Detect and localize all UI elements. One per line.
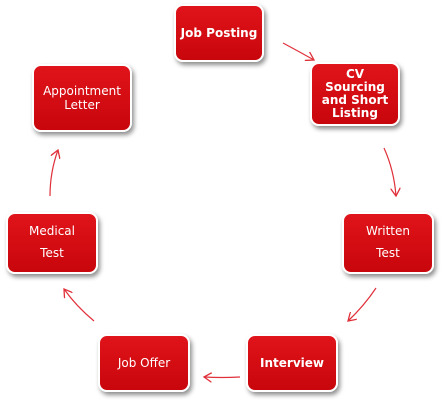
step-written-test: Written Test: [342, 212, 434, 274]
step-appointment-letter: Appointment Letter: [32, 64, 132, 132]
step-cv-sourcing-label: CV Sourcing and Short Listing: [321, 66, 389, 121]
arrow-job-posting-to-cv: [282, 42, 314, 60]
arrow-medical-to-appointment: [49, 150, 58, 197]
step-job-offer: Job Offer: [98, 334, 190, 392]
step-interview-label: Interview: [260, 355, 324, 370]
step-interview: Interview: [246, 334, 338, 392]
step-appointment-letter-label: Appointment Letter: [43, 83, 121, 112]
arrow-job-offer-to-medical: [64, 289, 95, 322]
arrow-interview-to-job-offer: [204, 377, 241, 378]
arrow-written-to-interview: [348, 287, 377, 321]
step-job-posting: Job Posting: [174, 4, 264, 62]
step-cv-sourcing: CV Sourcing and Short Listing: [310, 62, 400, 126]
step-medical-test-label: Medical Test: [29, 224, 75, 260]
step-job-offer-label: Job Offer: [117, 355, 171, 370]
step-medical-test: Medical Test: [6, 212, 98, 274]
step-job-posting-label: Job Posting: [180, 25, 258, 40]
step-written-test-label: Written Test: [366, 224, 410, 260]
arrow-cv-to-written: [383, 147, 396, 196]
